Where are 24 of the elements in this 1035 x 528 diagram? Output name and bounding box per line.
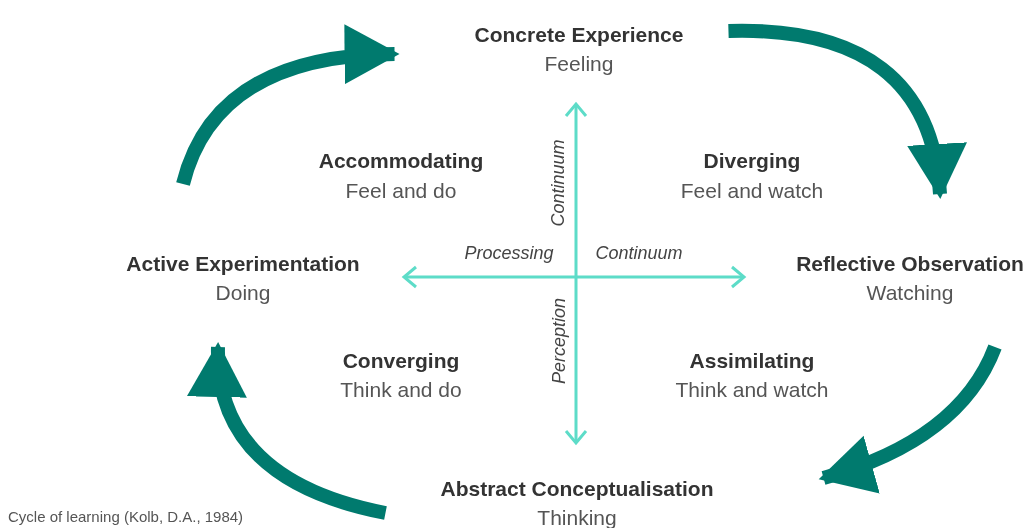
stage-title: Reflective Observation (796, 251, 1024, 277)
axis-label: Processing (464, 243, 554, 264)
stage-title: Abstract Conceptualisation (440, 476, 714, 502)
curved-arrow (176, 25, 400, 187)
axis-label: Continuum (595, 243, 683, 264)
stage-title: Concrete Experience (474, 22, 684, 48)
quadrant-title: Converging (342, 349, 460, 373)
quadrant-subtitle: Think and watch (675, 378, 829, 402)
caption: Cycle of learning (Kolb, D.A., 1984) (8, 508, 244, 525)
stage-subtitle: Feeling (543, 51, 615, 77)
stage-subtitle: Doing (214, 280, 272, 306)
quadrant-title: Diverging (703, 149, 801, 173)
axis-label: Continuum (547, 139, 569, 227)
quadrant-title: Assimilating (689, 349, 815, 373)
quadrant-title: Accommodating (318, 149, 484, 173)
quadrant-subtitle: Feel and watch (680, 179, 824, 203)
curved-arrow (189, 342, 388, 520)
quadrant-subtitle: Think and do (340, 378, 462, 402)
curved-arrow (818, 344, 1002, 493)
quadrant-subtitle: Feel and do (345, 179, 457, 203)
curved-arrow (728, 24, 965, 199)
stage-title: Active Experimentation (126, 251, 360, 277)
axis-label: Perception (548, 297, 570, 385)
stage-subtitle: Watching (865, 280, 955, 306)
